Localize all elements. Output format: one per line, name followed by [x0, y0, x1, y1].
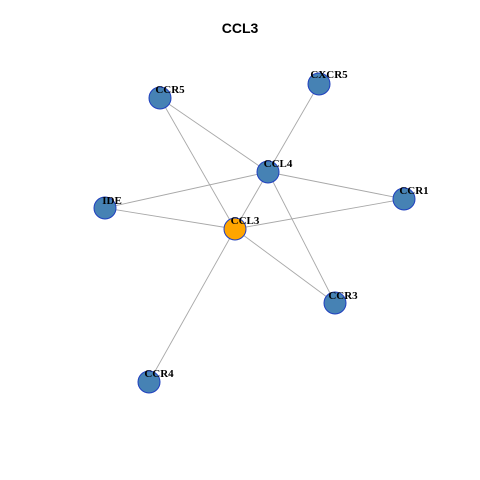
edge-ccl4-ccr5 [159, 97, 269, 173]
node-circle-cxcr5 [307, 72, 331, 96]
diagram-title: CCL3 [221, 20, 259, 36]
node-label-cxcr5: CXCR5 [310, 69, 348, 81]
edge-ccl4-ccr3 [267, 171, 336, 304]
edge-ccl4-cxcr5 [267, 83, 320, 173]
edge-ccl3-ide [104, 207, 236, 230]
node-label-ccr1: CCR1 [399, 185, 428, 197]
node-circle-ide [93, 196, 117, 220]
node-cxcr5: CXCR5 [307, 69, 348, 96]
edge-ccl3-ccr1 [234, 198, 405, 230]
node-ccr4: CCR4 [137, 368, 174, 394]
node-circle-ccr1 [392, 187, 416, 211]
node-label-ccr4: CCR4 [144, 368, 174, 380]
edge-ccl4-ccr1 [267, 171, 405, 200]
node-ccr1: CCR1 [392, 185, 429, 211]
node-ccl4: CCL4 [256, 158, 293, 184]
edges-layer [104, 83, 405, 383]
node-circle-ccr3 [323, 291, 347, 315]
node-circle-ccl4 [256, 160, 280, 184]
node-label-ccr3: CCR3 [328, 290, 358, 302]
node-label-ccr5: CCR5 [155, 84, 185, 96]
node-circle-ccl3 [223, 217, 247, 241]
node-ide: IDE [93, 195, 122, 220]
node-ccr5: CCR5 [148, 84, 185, 110]
node-label-ide: IDE [102, 195, 122, 207]
node-label-ccl4: CCL4 [264, 158, 293, 170]
edge-ccl3-ccr5 [159, 97, 236, 230]
node-ccl3: CCL3 [223, 215, 260, 241]
node-circle-ccr4 [137, 370, 161, 394]
node-ccr3: CCR3 [323, 290, 358, 315]
node-label-ccl3: CCL3 [231, 215, 260, 227]
edge-ccl3-ccr4 [148, 228, 236, 383]
edge-ccl4-ide [104, 171, 269, 209]
node-circle-ccr5 [148, 86, 172, 110]
edge-ccl3-ccr3 [234, 228, 336, 304]
